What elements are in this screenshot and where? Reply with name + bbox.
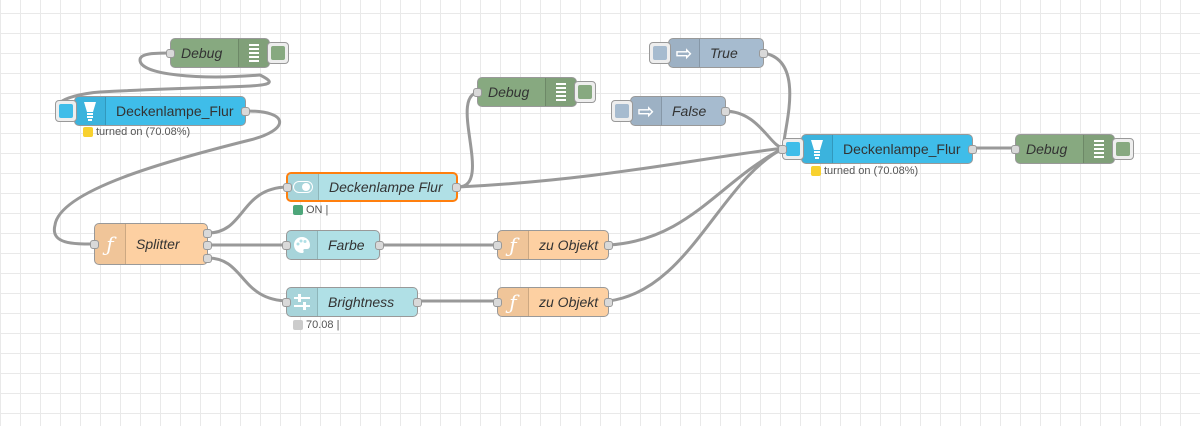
node-status: 70.08 | xyxy=(293,319,339,331)
output-port[interactable] xyxy=(604,298,613,307)
wire xyxy=(56,51,271,113)
slider-node[interactable]: Brightness xyxy=(282,287,422,317)
input-port[interactable] xyxy=(90,240,99,249)
function-node[interactable]: ƒ zu Objekt xyxy=(493,287,613,317)
node-label: Debug xyxy=(181,45,223,61)
slider-icon xyxy=(287,288,318,316)
wire xyxy=(608,146,785,303)
toggle-icon xyxy=(288,174,319,200)
node-label: Farbe xyxy=(328,237,365,253)
input-port[interactable] xyxy=(283,183,292,192)
debug-icon xyxy=(238,39,269,67)
debug-toggle-button[interactable] xyxy=(574,81,596,103)
output-port[interactable] xyxy=(721,107,730,116)
input-port[interactable] xyxy=(473,88,482,97)
debug-node[interactable]: Debug xyxy=(473,77,596,107)
wire xyxy=(457,146,785,189)
status-text: turned on (70.08%) xyxy=(824,165,919,177)
node-status: turned on (70.08%) xyxy=(83,126,190,138)
input-port[interactable] xyxy=(778,145,787,154)
node-label: False xyxy=(672,103,707,119)
debug-toggle-button[interactable] xyxy=(267,42,289,64)
debug-icon xyxy=(1083,135,1114,163)
inject-node[interactable]: ⇨ True xyxy=(649,38,768,68)
status-text: 70.08 | xyxy=(306,319,340,331)
output-port[interactable] xyxy=(413,298,422,307)
debug-node[interactable]: Debug xyxy=(166,38,289,68)
debug-node[interactable]: Debug xyxy=(1011,134,1134,164)
node-label: Debug xyxy=(488,84,530,100)
input-port[interactable] xyxy=(166,49,175,58)
arrow-icon: ⇨ xyxy=(631,97,662,125)
debug-icon xyxy=(545,78,576,106)
node-label: Deckenlampe_Flur xyxy=(116,103,234,119)
output-port[interactable] xyxy=(375,241,384,250)
input-port[interactable] xyxy=(493,298,502,307)
output-port[interactable] xyxy=(203,229,212,238)
palette-icon xyxy=(287,231,318,259)
input-port[interactable] xyxy=(493,241,502,250)
output-port[interactable] xyxy=(203,254,212,263)
wire xyxy=(608,146,785,247)
function-node[interactable]: ƒ Splitter xyxy=(90,223,212,265)
input-port[interactable] xyxy=(282,241,291,250)
switch-node[interactable]: Deckenlampe Flur xyxy=(283,172,461,202)
node-label: zu Objekt xyxy=(539,237,599,253)
function-node[interactable]: ƒ zu Objekt xyxy=(493,230,613,260)
status-dot xyxy=(811,166,821,176)
node-status: ON | xyxy=(293,204,328,216)
wire xyxy=(457,90,482,189)
output-port[interactable] xyxy=(759,49,768,58)
hue-light-node[interactable]: Deckenlampe_Flur xyxy=(55,96,250,126)
node-label: Debug xyxy=(1026,141,1068,157)
status-dot xyxy=(83,127,93,137)
inject-button[interactable] xyxy=(55,100,77,122)
wire xyxy=(207,256,290,303)
function-icon: ƒ xyxy=(498,231,529,259)
node-label: Deckenlampe_Flur xyxy=(843,141,961,157)
status-text: ON | xyxy=(306,204,329,216)
node-label: Splitter xyxy=(136,236,180,252)
node-status: turned on (70.08%) xyxy=(811,165,918,177)
node-label: True xyxy=(710,45,738,61)
input-port[interactable] xyxy=(282,298,291,307)
arrow-icon: ⇨ xyxy=(669,39,700,67)
function-icon: ƒ xyxy=(498,288,529,316)
bulb-icon xyxy=(75,97,106,125)
node-label: Brightness xyxy=(328,294,395,310)
output-port[interactable] xyxy=(604,241,613,250)
hue-light-node[interactable]: Deckenlampe_Flur xyxy=(778,134,977,164)
bulb-icon xyxy=(802,135,833,163)
output-port[interactable] xyxy=(452,183,461,192)
inject-button[interactable] xyxy=(649,42,671,64)
status-dot xyxy=(293,320,303,330)
function-icon: ƒ xyxy=(95,224,126,264)
inject-node[interactable]: ⇨ False xyxy=(611,96,730,126)
wire xyxy=(207,185,288,235)
inject-button[interactable] xyxy=(611,100,633,122)
output-port[interactable] xyxy=(241,107,250,116)
wire xyxy=(723,109,785,150)
input-port[interactable] xyxy=(1011,145,1020,154)
status-text: turned on (70.08%) xyxy=(96,126,191,138)
output-port[interactable] xyxy=(968,145,977,154)
colour-picker-node[interactable]: Farbe xyxy=(282,230,384,260)
wire xyxy=(52,109,281,246)
debug-toggle-button[interactable] xyxy=(1112,138,1134,160)
node-label: Deckenlampe Flur xyxy=(329,179,443,195)
output-port[interactable] xyxy=(203,241,212,250)
status-dot xyxy=(293,205,303,215)
node-label: zu Objekt xyxy=(539,294,599,310)
